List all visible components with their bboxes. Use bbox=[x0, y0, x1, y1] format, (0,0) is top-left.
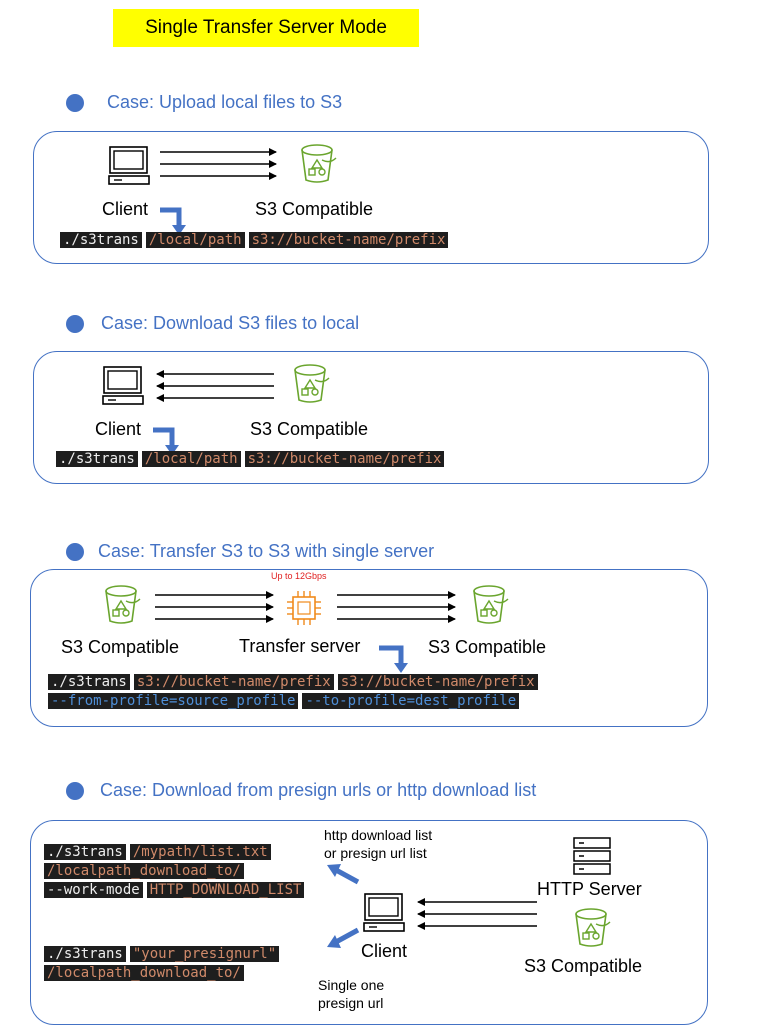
bandwidth-label: Up to 12Gbps bbox=[271, 571, 327, 581]
command-exe: ./s3trans bbox=[60, 232, 142, 248]
caption-line: or presign url list bbox=[324, 845, 427, 861]
http-server-label: HTTP Server bbox=[537, 879, 642, 899]
computer-icon bbox=[102, 366, 144, 405]
case-bullet bbox=[66, 94, 84, 112]
transfer-server-label: Transfer server bbox=[239, 636, 361, 656]
command-arg: /localpath_download_to/ bbox=[44, 863, 244, 879]
case-panel-download bbox=[33, 351, 709, 484]
computer-icon bbox=[363, 893, 405, 932]
case-panel-s3-to-s3 bbox=[30, 569, 708, 727]
caption-line: presign url bbox=[318, 995, 384, 1011]
command-single-presign: ./s3trans"your_presignurl" /localpath_do… bbox=[44, 945, 280, 983]
command-http-list: ./s3trans/mypath/list.txt /localpath_dow… bbox=[44, 843, 305, 900]
processor-chip-icon bbox=[287, 591, 321, 625]
s3-compatible-label: S3 Compatible bbox=[428, 637, 547, 657]
case-bullet bbox=[66, 315, 84, 333]
command-exe: ./s3trans bbox=[44, 946, 126, 962]
pointer-arrow-icon bbox=[327, 864, 360, 885]
command-arg: s3://bucket-name/prefix bbox=[337, 674, 538, 690]
command-arg: "your_presignurl" bbox=[129, 946, 280, 962]
single-presign-caption: Single one presign url bbox=[318, 976, 384, 1012]
case-bullet bbox=[66, 782, 84, 800]
case-panel-presign bbox=[30, 820, 708, 1025]
pointer-arrow-icon bbox=[379, 645, 408, 673]
command-arg: s3://bucket-name/prefix bbox=[133, 674, 334, 690]
s3-compatible-label: S3 Compatible bbox=[250, 419, 369, 439]
s3-bucket-icon bbox=[294, 364, 330, 403]
case-title-download: Case: Download S3 files to local bbox=[101, 313, 360, 333]
command-flag-value: HTTP_DOWNLOAD_LIST bbox=[146, 882, 305, 898]
transfer-arrows bbox=[155, 591, 274, 623]
command-arg: /local/path bbox=[141, 451, 241, 467]
command-exe: ./s3trans bbox=[48, 674, 130, 690]
command-arg: s3://bucket-name/prefix bbox=[248, 232, 449, 248]
s3-bucket-icon bbox=[301, 144, 337, 183]
transfer-arrows bbox=[160, 148, 277, 180]
http-list-caption: http download list or presign url list bbox=[324, 826, 432, 862]
s3-bucket-icon bbox=[105, 585, 141, 624]
case-bullet bbox=[66, 543, 84, 561]
command-arg: s3://bucket-name/prefix bbox=[244, 451, 445, 467]
pointer-arrow-icon bbox=[153, 427, 179, 455]
s3-compatible-label: S3 Compatible bbox=[524, 956, 643, 976]
caption-line: http download list bbox=[324, 827, 433, 843]
server-rack-icon bbox=[573, 837, 611, 875]
pointer-arrow-icon bbox=[160, 207, 186, 235]
computer-icon bbox=[108, 146, 150, 185]
command-exe: ./s3trans bbox=[56, 451, 138, 467]
transfer-arrows bbox=[417, 898, 537, 930]
transfer-arrows bbox=[337, 591, 456, 623]
case-title-upload: Case: Upload local files to S3 bbox=[107, 92, 343, 112]
command-arg: /local/path bbox=[145, 232, 245, 248]
client-label: Client bbox=[361, 941, 408, 961]
s3-bucket-icon bbox=[473, 585, 509, 624]
transfer-arrows bbox=[156, 370, 274, 402]
pointer-arrow-icon bbox=[327, 927, 360, 948]
client-label: Client bbox=[95, 419, 142, 439]
command-option: --to-profile=dest_profile bbox=[302, 693, 520, 709]
command-option: --from-profile=source_profile bbox=[48, 693, 299, 709]
page-title: Single Transfer Server Mode bbox=[113, 9, 419, 47]
case-title-presign: Case: Download from presign urls or http… bbox=[100, 780, 537, 800]
caption-line: Single one bbox=[318, 977, 385, 993]
command-exe: ./s3trans bbox=[44, 844, 126, 860]
s3-compatible-label: S3 Compatible bbox=[61, 637, 180, 657]
case-title-s3-to-s3: Case: Transfer S3 to S3 with single serv… bbox=[98, 541, 435, 561]
s3-bucket-icon bbox=[575, 908, 611, 947]
case-panel-upload bbox=[33, 131, 709, 264]
client-label: Client bbox=[102, 199, 149, 219]
command-flag: --work-mode bbox=[44, 882, 143, 898]
s3-compatible-label: S3 Compatible bbox=[255, 199, 374, 219]
command-arg: /mypath/list.txt bbox=[129, 844, 271, 860]
command-arg: /localpath_download_to/ bbox=[44, 965, 244, 981]
